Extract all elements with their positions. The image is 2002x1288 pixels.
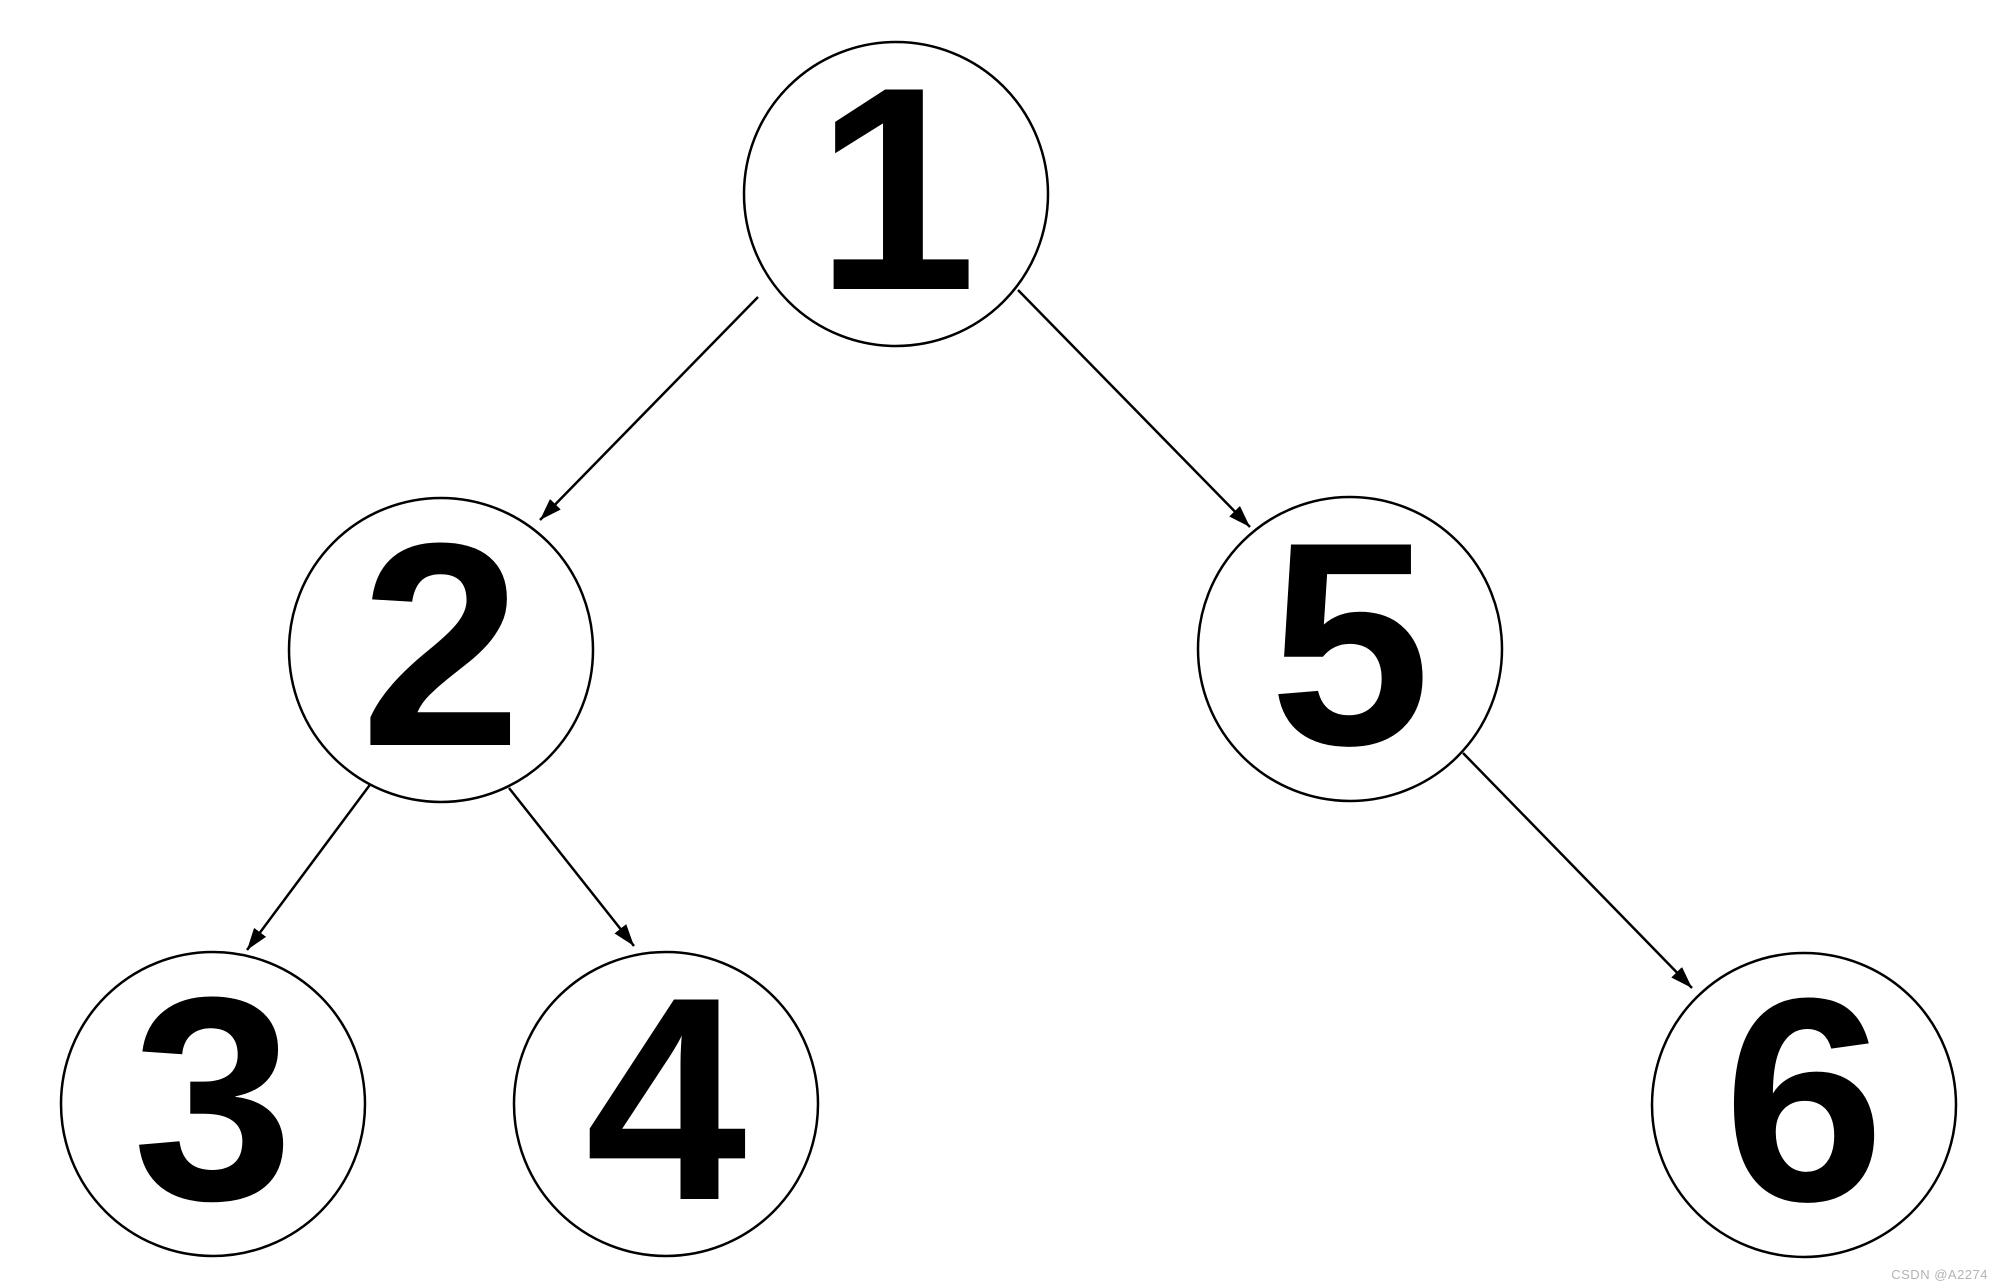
edge-1-to-2 (539, 296, 759, 521)
edge-2-to-4 (508, 787, 635, 947)
tree-node-6 (1650, 951, 1958, 1259)
tree-node-label-3: 3 (132, 937, 293, 1261)
tree-node-2 (287, 496, 595, 804)
edge-1-to-5 (1017, 289, 1251, 528)
tree-node-label-5: 5 (1269, 482, 1430, 806)
tree-node-1 (742, 40, 1050, 348)
edge-5-to-6 (1462, 752, 1693, 989)
tree-node-label-6: 6 (1723, 938, 1884, 1262)
tree-node-3 (59, 950, 367, 1258)
tree-node-4 (512, 950, 820, 1258)
tree-node-label-4: 4 (585, 937, 748, 1261)
tree-node-label-1: 1 (815, 27, 976, 351)
watermark: CSDN @A2274 (1891, 1267, 1988, 1282)
tree-node-5 (1196, 495, 1504, 803)
tree-node-label-2: 2 (360, 483, 521, 807)
edge-2-to-3 (245, 781, 374, 951)
tree-edges (245, 289, 1693, 989)
